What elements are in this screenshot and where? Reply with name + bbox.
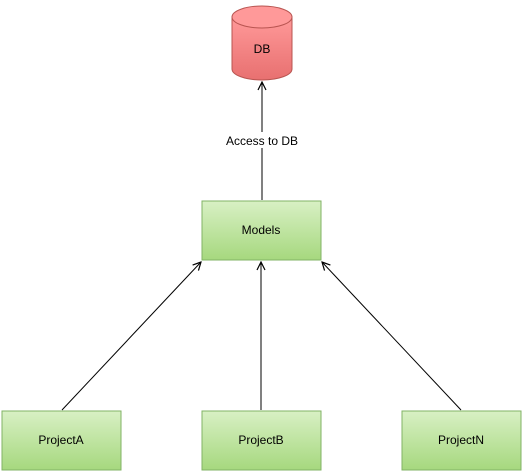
db-cylinder-top	[231, 5, 293, 29]
project-n-node[interactable]: ProjectN	[401, 410, 522, 471]
models-node[interactable]: Models	[201, 200, 322, 261]
project-n-box	[401, 410, 522, 471]
edge-label-bg	[224, 132, 300, 148]
db-node[interactable]: DB	[231, 5, 293, 81]
db-cylinder-body	[231, 17, 293, 81]
models-box	[201, 200, 322, 261]
project-a-node[interactable]: ProjectA	[1, 410, 122, 471]
models-label: Models	[242, 223, 281, 237]
edge-projecta-to-models	[61, 262, 201, 411]
project-a-box	[1, 410, 122, 471]
edge-label-access-db: Access to DB	[226, 134, 298, 148]
project-b-label: ProjectB	[238, 433, 283, 447]
edge-projectn-to-models	[322, 262, 462, 411]
db-label: DB	[254, 42, 271, 56]
project-b-box	[201, 410, 322, 471]
project-b-node[interactable]: ProjectB	[201, 410, 322, 471]
edges: Access to DB	[61, 82, 462, 411]
project-a-label: ProjectA	[38, 433, 83, 447]
project-n-label: ProjectN	[438, 433, 484, 447]
